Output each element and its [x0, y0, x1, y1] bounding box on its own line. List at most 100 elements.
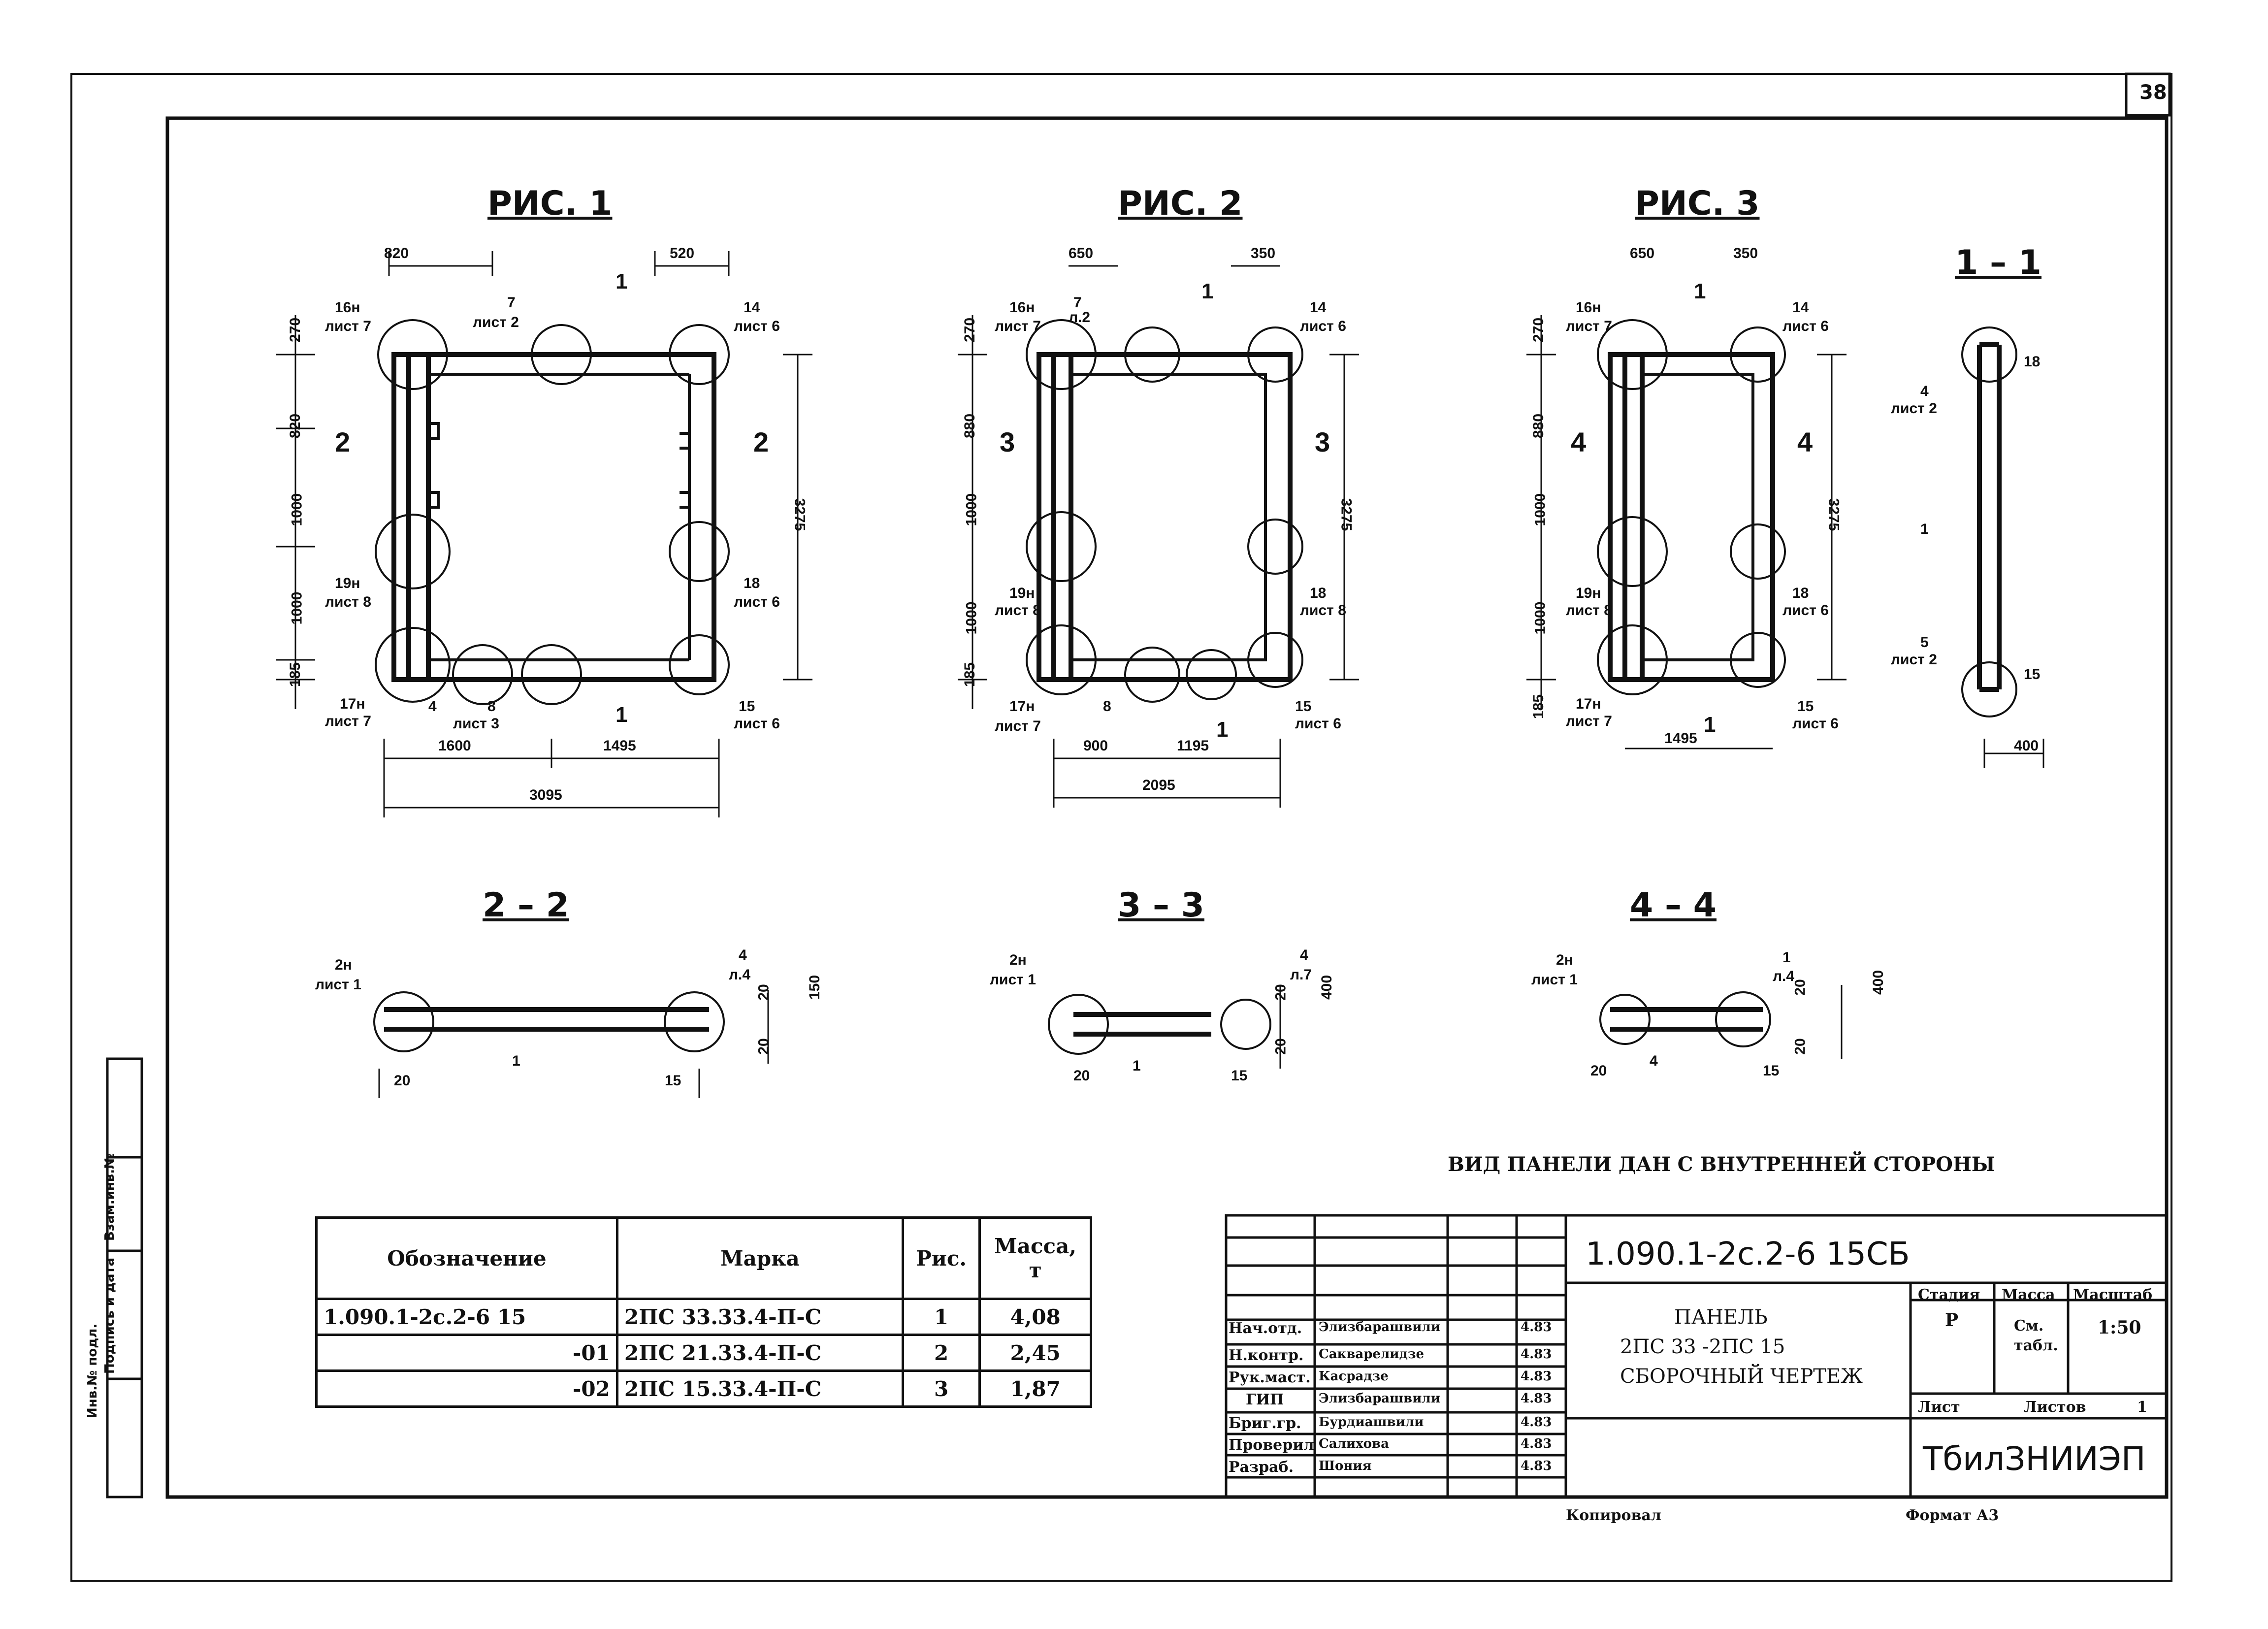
callout: 17н — [340, 696, 365, 712]
sheet-frame — [70, 72, 2172, 1582]
callout: 19н — [1576, 585, 1601, 601]
mass-value: См. — [2014, 1317, 2044, 1335]
cell-figure: 1 — [901, 1298, 981, 1336]
person-name: Салихова — [1319, 1436, 1389, 1451]
table-row: 1.090.1-2с.2-6 15 2ПС 33.33.4-П-С 1 4,08 — [315, 1298, 1092, 1336]
cell-mass: 2,45 — [978, 1334, 1092, 1372]
person-name: Элизбарашвили — [1319, 1391, 1441, 1406]
callout: лист 3 — [453, 716, 499, 732]
callout: 15 — [739, 698, 755, 715]
callout: лист 2 — [1891, 652, 1937, 668]
role-label: Н.контр. — [1229, 1347, 1304, 1364]
section-mark: 2 — [753, 426, 769, 457]
dim: 20 — [755, 1038, 772, 1055]
dim: 1000 — [963, 601, 980, 635]
dim: 820 — [287, 413, 304, 439]
role-label: Бриг.гр. — [1229, 1415, 1301, 1432]
section-4-4-drawing — [1599, 985, 1843, 1059]
section-4-4-title: 4 – 4 — [1630, 886, 1717, 925]
callout: 19н — [1009, 585, 1035, 601]
callout: лист 2 — [1891, 400, 1937, 417]
dim: 400 — [1319, 975, 1335, 1000]
specification-table: Обозначение Марка Рис. Масса, т 1.090.1-… — [315, 1216, 1092, 1408]
figure-1-drawing — [276, 251, 812, 817]
callout: лист 7 — [325, 318, 371, 334]
scale-header: Масштаб — [2073, 1286, 2153, 1303]
dim: 20 — [1073, 1068, 1090, 1084]
callout: лист 6 — [1782, 602, 1829, 619]
section-3-3-title: 3 – 3 — [1118, 886, 1204, 925]
callout: лист 7 — [1566, 713, 1612, 729]
dim: 270 — [962, 317, 978, 343]
callout: 14 — [1310, 299, 1327, 316]
role-label: Рук.маст. — [1229, 1369, 1311, 1386]
callout: лист 7 — [995, 718, 1041, 734]
callout: 16н — [1009, 299, 1035, 316]
dim: 270 — [1530, 317, 1547, 343]
dim: 1195 — [1177, 738, 1209, 754]
dim: 520 — [670, 245, 695, 261]
person-name: Сакварелидзе — [1319, 1347, 1425, 1362]
cell-mark: 2ПС 21.33.4-П-С — [616, 1334, 904, 1372]
callout: 5 — [1920, 634, 1929, 651]
dim: 20 — [1792, 979, 1809, 996]
callout: 4 — [739, 947, 747, 963]
sign-date: 4.83 — [1521, 1347, 1552, 1362]
side-stamp-replace: Взам.инв.№ — [102, 1153, 117, 1241]
figure-3-drawing — [1526, 315, 1847, 749]
callout: 4 — [428, 698, 437, 715]
callout: 14 — [1792, 299, 1809, 316]
cell-designation: -01 — [315, 1334, 618, 1372]
section-mark: 4 — [1571, 426, 1587, 457]
callout: 18 — [1792, 585, 1809, 601]
side-stamp-inv: Инв.№ подл. — [85, 1323, 100, 1418]
callout: 14 — [744, 299, 760, 316]
sign-date: 4.83 — [1521, 1415, 1552, 1430]
header-figure: Рис. — [901, 1216, 981, 1300]
dim: 15 — [1763, 1063, 1780, 1079]
dim: 400 — [2014, 738, 2039, 754]
cell-mass: 1,87 — [978, 1369, 1092, 1408]
drawing-name-3: СБОРОЧНЫЙ ЧЕРТЕЖ — [1620, 1365, 1863, 1388]
cell-designation: -02 — [315, 1369, 618, 1408]
dim: 18 — [2024, 354, 2041, 370]
dim: 3095 — [529, 787, 562, 803]
dim: 880 — [1530, 413, 1547, 439]
callout: 1 — [1782, 949, 1791, 966]
mass-value: табл. — [2014, 1337, 2058, 1354]
dim: 185 — [1530, 694, 1547, 719]
callout: лист 2 — [473, 314, 519, 330]
dim: 650 — [1069, 245, 1094, 261]
person-name: Бурдиашвили — [1319, 1415, 1424, 1430]
cell-mark: 2ПС 15.33.4-П-С — [616, 1369, 904, 1408]
dim: 1000 — [1532, 493, 1549, 526]
stage-value: Р — [1945, 1310, 1959, 1331]
callout: 18 — [1310, 585, 1327, 601]
dim: 1495 — [1664, 730, 1697, 747]
callout: 17н — [1009, 698, 1035, 715]
title-block-frame — [1225, 1214, 2168, 1499]
dim: 3275 — [1825, 498, 1842, 531]
header-mark: Марка — [616, 1216, 904, 1300]
dim: 15 — [1231, 1068, 1248, 1084]
dim: 3275 — [1338, 498, 1355, 531]
callout: лист 8 — [1566, 602, 1612, 619]
cell-figure: 3 — [901, 1369, 981, 1408]
drawing-name-2: 2ПС 33 -2ПС 15 — [1620, 1336, 1785, 1358]
section-mark: 4 — [1797, 426, 1813, 457]
dim: 880 — [962, 413, 978, 439]
dim: 20 — [1590, 1063, 1607, 1079]
dim: 1000 — [289, 493, 305, 526]
copied-by-label: Копировал — [1566, 1507, 1661, 1524]
section-1-1-title: 1 – 1 — [1955, 243, 2041, 282]
cell-mass: 4,08 — [978, 1298, 1092, 1336]
callout: лист 8 — [1300, 602, 1346, 619]
sheets-label: Листов — [2024, 1399, 2086, 1416]
section-mark: 1 — [616, 269, 628, 293]
cell-mark: 2ПС 33.33.4-П-С — [616, 1298, 904, 1336]
dim: 350 — [1251, 245, 1276, 261]
callout: лист 6 — [1295, 716, 1341, 732]
dim: 400 — [1870, 970, 1887, 995]
callout: 4 — [1650, 1053, 1658, 1069]
dim: 1000 — [1532, 601, 1549, 635]
